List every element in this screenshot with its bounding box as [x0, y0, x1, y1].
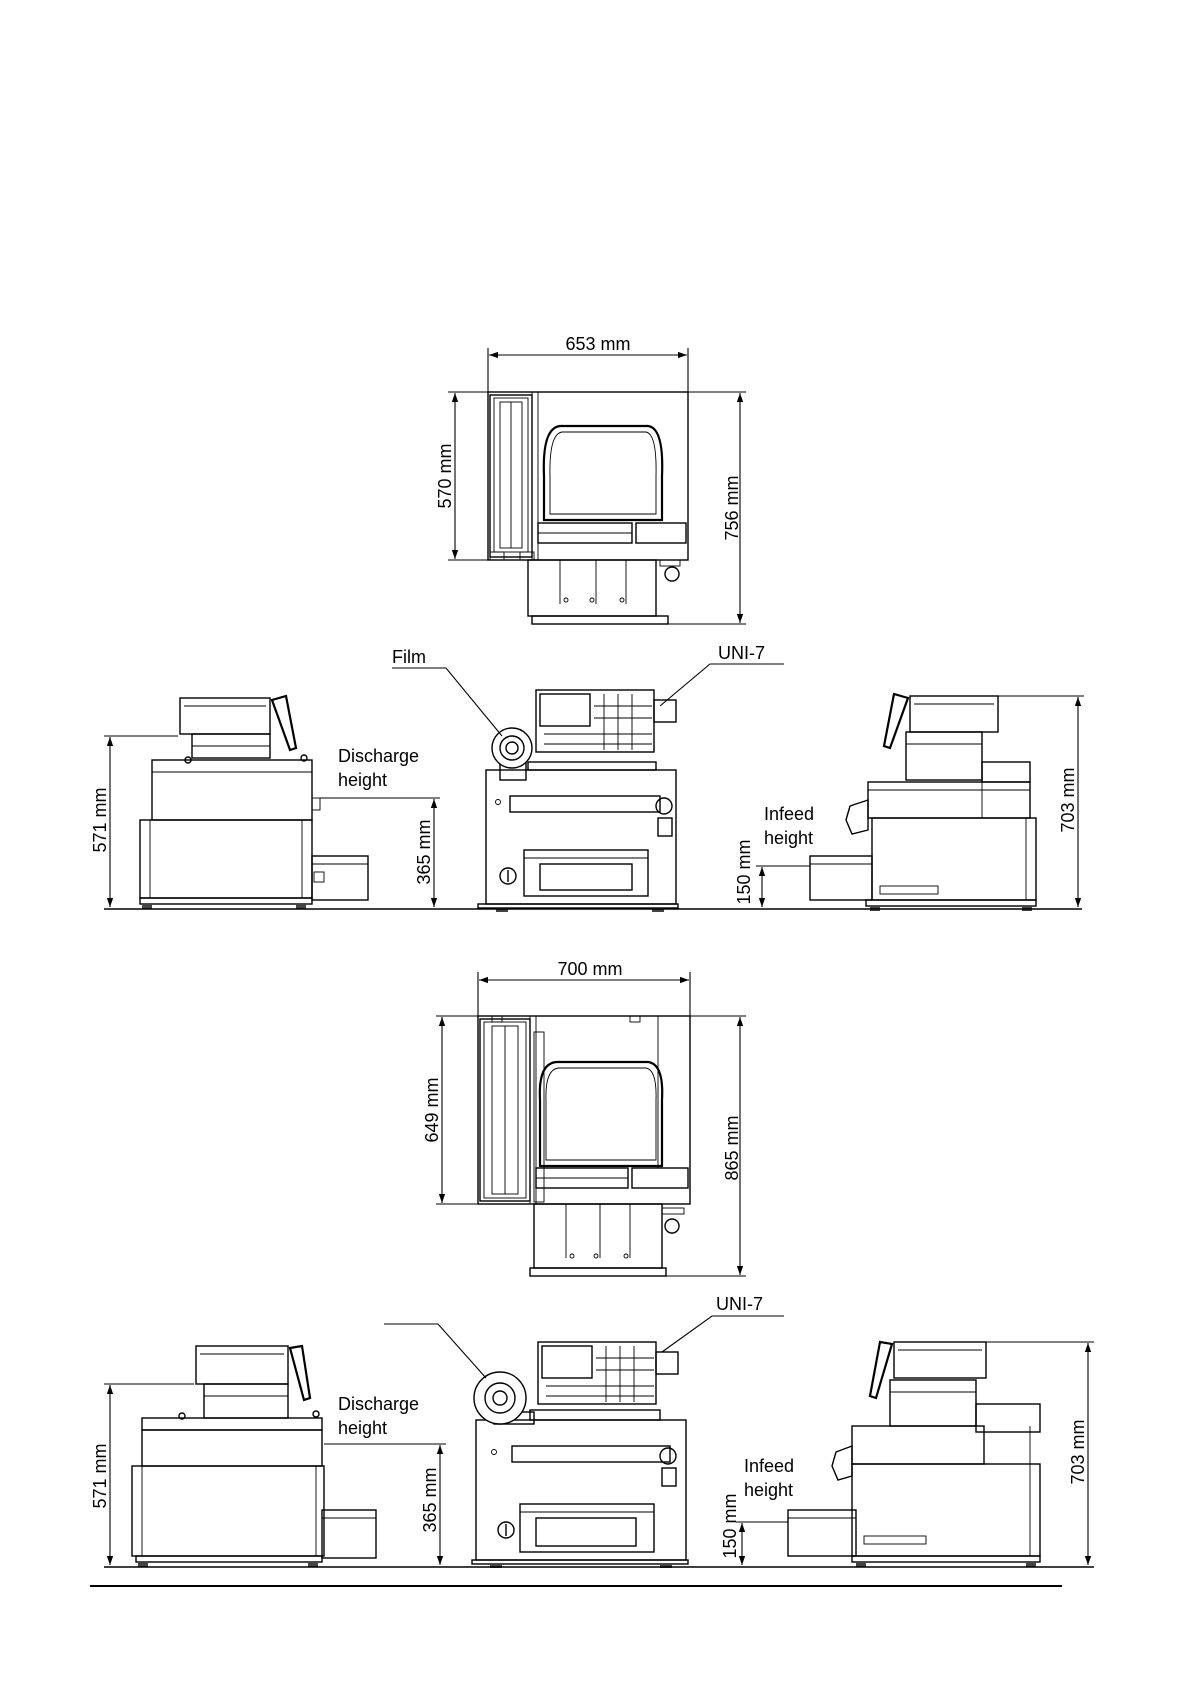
discharge-label-line-2: height — [338, 1418, 387, 1438]
discharge-dim-label: 365 mm — [420, 1467, 440, 1532]
infeed-label-line-1: Infeed — [744, 1456, 794, 1476]
bottom-machine: 700 mm 649 mm 865 mm — [90, 959, 1094, 1568]
front-view-top-machine — [478, 690, 678, 912]
discharge-label-line-1: Discharge — [338, 746, 419, 766]
infeed-label-line-2: height — [744, 1480, 793, 1500]
discharge-label-line-2: height — [338, 770, 387, 790]
keypad-grid-bottom — [546, 1346, 654, 1402]
width-dim-label: 700 mm — [557, 959, 622, 979]
depth-dim-label: 649 mm — [422, 1077, 442, 1142]
callouts-bottom-machine: UNI-7 — [384, 1294, 784, 1378]
plan-dims-top-machine: 653 mm 570 mm 756 mm — [435, 334, 746, 624]
plan-view-top-machine — [488, 392, 688, 624]
infeed-dim-label: 150 mm — [720, 1493, 740, 1558]
plan-view-bottom-machine — [478, 1016, 690, 1276]
infeed-label-line-1: Infeed — [764, 804, 814, 824]
discharge-dim-label: 365 mm — [414, 819, 434, 884]
left-height-dim-label: 571 mm — [90, 1443, 110, 1508]
keypad-grid-top — [544, 694, 652, 750]
film-callout-label: Film — [392, 647, 426, 667]
right-height-dim-label: 703 mm — [1068, 1419, 1088, 1484]
overall-depth-dim-label: 865 mm — [722, 1115, 742, 1180]
width-dim-label: 653 mm — [565, 334, 630, 354]
left-side-view-top-machine — [140, 696, 368, 909]
right-height-dim-label: 703 mm — [1058, 767, 1078, 832]
right-side-view-top-machine — [810, 694, 1036, 911]
right-side-dims-top-machine: 703 mm 150 mm Infeed height — [734, 696, 1084, 907]
infeed-label-line-2: height — [764, 828, 813, 848]
right-side-dims-bottom-machine: 703 mm 150 mm Infeed height — [720, 1342, 1094, 1565]
scale-model-callout-label: UNI-7 — [718, 643, 765, 663]
infeed-dim-label: 150 mm — [734, 839, 754, 904]
top-machine: 653 mm 570 mm 756 mm — [90, 334, 1084, 912]
scale-model-callout-label: UNI-7 — [716, 1294, 763, 1314]
plan-dims-bottom-machine: 700 mm 649 mm 865 mm — [422, 959, 746, 1276]
depth-dim-label: 570 mm — [435, 443, 455, 508]
left-side-view-bottom-machine — [132, 1346, 376, 1567]
left-height-dim-label: 571 mm — [90, 787, 110, 852]
left-side-dims-top-machine: 571 mm 365 mm Discharge height — [90, 736, 440, 907]
discharge-label-line-1: Discharge — [338, 1394, 419, 1414]
front-view-bottom-machine — [472, 1342, 688, 1568]
overall-depth-dim-label: 756 mm — [722, 475, 742, 540]
left-side-dims-bottom-machine: 571 mm 365 mm Discharge height — [90, 1384, 446, 1565]
right-side-view-bottom-machine — [788, 1342, 1040, 1567]
